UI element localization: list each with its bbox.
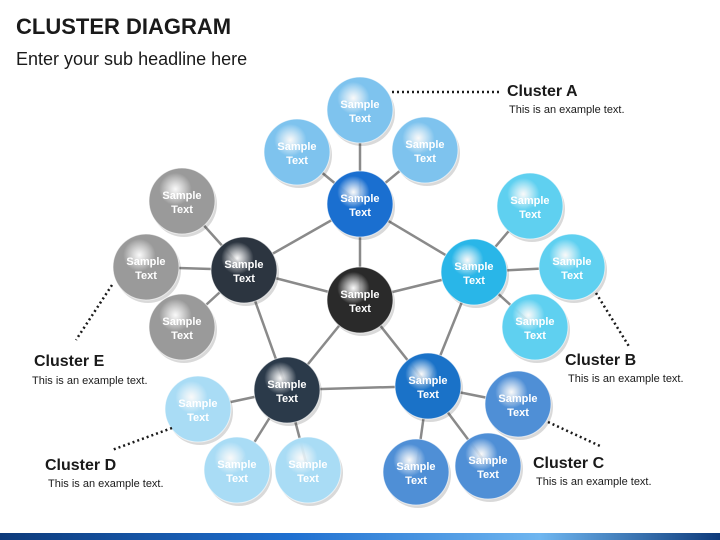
- node-label-line1: Sample: [396, 461, 435, 473]
- node-label-line2: Text: [286, 155, 308, 167]
- node-label-line2: Text: [414, 153, 436, 165]
- node-label-line1: Sample: [162, 190, 201, 202]
- cluster-name: Cluster B: [565, 352, 636, 369]
- node-label-line1: Sample: [217, 459, 256, 471]
- cluster-description: This is an example text.: [536, 476, 652, 488]
- callout-dotted-line: [74, 284, 114, 341]
- node-label-line2: Text: [297, 473, 319, 485]
- node-label-line2: Text: [405, 475, 427, 487]
- node-label-line1: Sample: [224, 259, 263, 271]
- cluster-label-b: Cluster B This is an example text.: [565, 352, 684, 385]
- node-label-line2: Text: [226, 473, 248, 485]
- node-label-line1: Sample: [178, 398, 217, 410]
- node-label-line1: Sample: [498, 393, 537, 405]
- callout-dotted-line: [547, 420, 601, 448]
- node-label-line1: Sample: [126, 256, 165, 268]
- node-label-line1: Sample: [267, 379, 306, 391]
- node-label-line1: Sample: [340, 99, 379, 111]
- node-label-line1: Sample: [510, 195, 549, 207]
- node-label-line2: Text: [349, 113, 371, 125]
- node-label-line2: Text: [507, 407, 529, 419]
- callout-dotted-line: [594, 292, 632, 349]
- page-subtitle: Enter your sub headline here: [16, 49, 248, 69]
- cluster-description: This is an example text.: [509, 104, 625, 116]
- node-label-line2: Text: [171, 204, 193, 216]
- node-label-line2: Text: [233, 273, 255, 285]
- node-label-line2: Text: [349, 303, 371, 315]
- node-label-line1: Sample: [340, 289, 379, 301]
- cluster-name: Cluster D: [45, 457, 116, 474]
- node-label-line2: Text: [171, 330, 193, 342]
- node-label-line2: Text: [349, 207, 371, 219]
- node-label-line2: Text: [135, 270, 157, 282]
- cluster-label-c: Cluster C This is an example text.: [533, 455, 652, 488]
- node-label-line2: Text: [524, 330, 546, 342]
- node-label-line1: Sample: [288, 459, 327, 471]
- node-label-line1: Sample: [515, 316, 554, 328]
- cluster-description: This is an example text.: [48, 478, 164, 490]
- cluster-description: This is an example text.: [32, 375, 148, 387]
- footer-bar: [0, 533, 720, 540]
- callout-lines: [74, 90, 632, 452]
- node-label-line2: Text: [276, 393, 298, 405]
- page-title: CLUSTER DIAGRAM: [16, 14, 232, 39]
- node-label-line2: Text: [417, 389, 439, 401]
- cluster-label-d: Cluster D This is an example text.: [45, 457, 164, 490]
- node-label-line2: Text: [519, 209, 541, 221]
- cluster-name: Cluster C: [533, 455, 605, 472]
- node-label-line1: Sample: [162, 316, 201, 328]
- cluster-description: This is an example text.: [568, 373, 684, 385]
- node-label-line2: Text: [463, 275, 485, 287]
- node-label-line1: Sample: [468, 455, 507, 467]
- node-label-line2: Text: [561, 270, 583, 282]
- cluster-name: Cluster A: [507, 83, 578, 100]
- node-label-line2: Text: [187, 412, 209, 424]
- node-label-line1: Sample: [552, 256, 591, 268]
- node-label-line1: Sample: [277, 141, 316, 153]
- node-label-line1: Sample: [454, 261, 493, 273]
- cluster-label-a: Cluster A This is an example text.: [507, 83, 625, 116]
- node-label-line1: Sample: [340, 193, 379, 205]
- cluster-label-e: Cluster E This is an example text.: [32, 353, 148, 387]
- node-label-line1: Sample: [405, 139, 444, 151]
- node-label-line2: Text: [477, 469, 499, 481]
- node-label-line1: Sample: [408, 375, 447, 387]
- cluster-name: Cluster E: [34, 353, 105, 370]
- callout-dotted-line: [111, 426, 173, 452]
